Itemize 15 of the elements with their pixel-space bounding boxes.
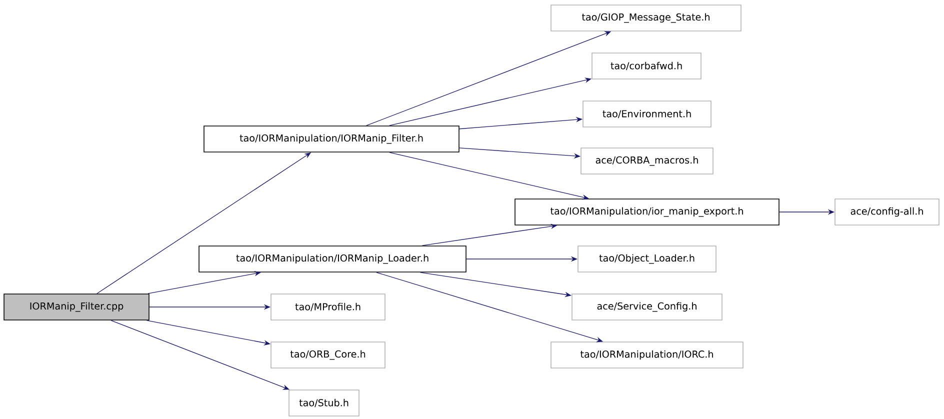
header-file-box: tao/IORManipulation/IORC.h bbox=[550, 342, 744, 368]
header-file-box: tao/Stub.h bbox=[288, 390, 360, 416]
header-file-box: ace/CORBA_macros.h bbox=[580, 148, 714, 174]
header-file-box: tao/IORManipulation/IORManip_Loader.h bbox=[198, 246, 466, 272]
header-file-box: tao/ORB_Core.h bbox=[270, 342, 386, 368]
header-file-box: ace/Service_Config.h bbox=[572, 294, 722, 320]
header-file-box: tao/GIOP_Message_State.h bbox=[550, 4, 742, 32]
header-file-box: tao/corbafwd.h bbox=[592, 52, 702, 80]
header-file-box: tao/Object_Loader.h bbox=[578, 246, 716, 272]
source-file-box: IORManip_Filter.cpp bbox=[4, 294, 150, 320]
header-file-box: tao/Environment.h bbox=[582, 100, 712, 128]
header-file-box: tao/IORManipulation/IORManip_Filter.h bbox=[204, 126, 460, 152]
header-file-box: tao/MProfile.h bbox=[270, 294, 386, 320]
header-file-box: tao/IORManipulation/ior_manip_export.h bbox=[514, 198, 780, 226]
header-file-box: ace/config-all.h bbox=[834, 198, 940, 226]
